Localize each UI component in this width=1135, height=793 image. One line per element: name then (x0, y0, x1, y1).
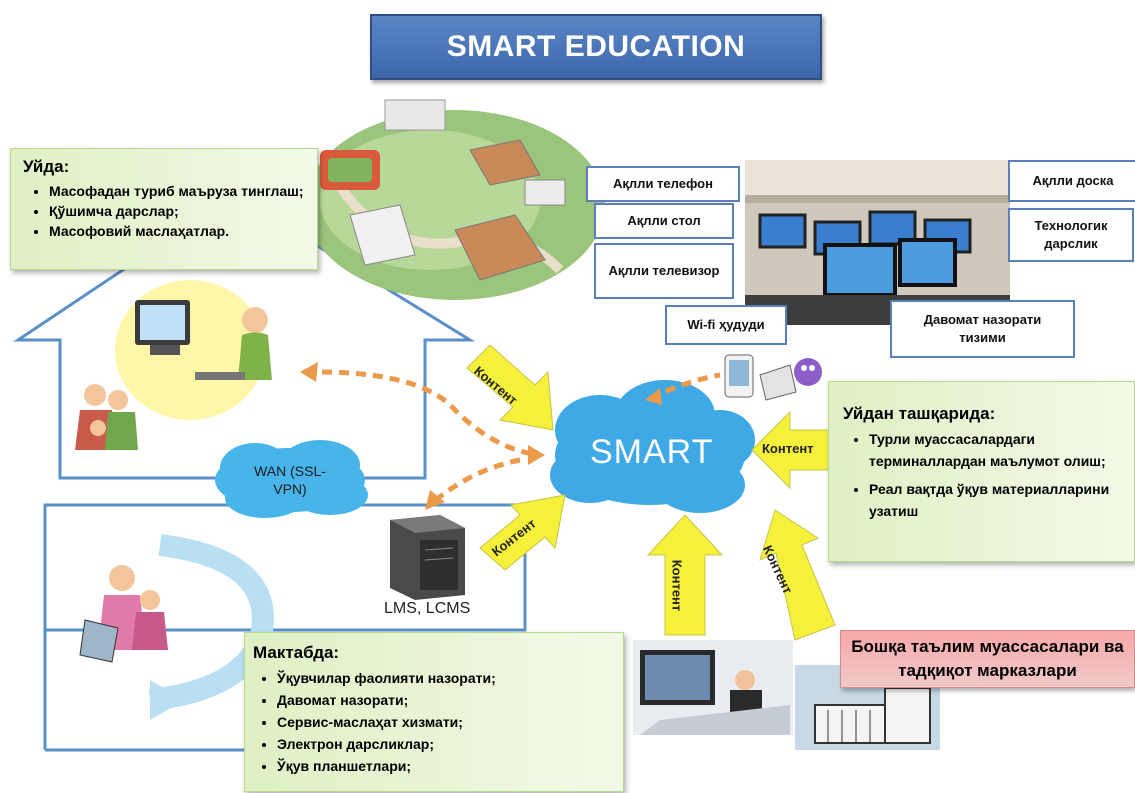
arrow-home (466, 344, 554, 431)
outside-item: Реал вақтда ўқув материалларини узатиш (869, 478, 1122, 522)
arrow-outside (751, 410, 831, 490)
family-illustration (75, 384, 138, 450)
teacher-student-illustration (79, 534, 274, 720)
school-item: Электрон дарсликлар; (277, 733, 613, 755)
school-item: Ўқув планшетлари; (277, 755, 613, 777)
label-smart-desk: Ақлли стол (594, 203, 734, 239)
wan-cloud (215, 440, 368, 518)
outside-heading: Уйдан ташқарида: (843, 404, 996, 423)
other-institutions-box: Бошқа таълим муассасалари ва тадқиқот ма… (840, 630, 1135, 688)
label-attendance-system: Давомат назорати тизими (890, 300, 1075, 358)
home-info-box: Уйда: Масофадан туриб маъруза тинглаш; Қ… (10, 148, 318, 270)
home-list: Масофадан туриб маъруза тинглаш; Қўшимча… (23, 181, 305, 241)
school-item: Сервис-маслаҳат хизмати; (277, 711, 613, 733)
arrow-video (646, 514, 724, 636)
server-illustration (390, 515, 465, 600)
label-smart-board: Ақлли доска (1008, 160, 1135, 202)
smart-cloud-label: SMART (590, 433, 714, 471)
home-item: Масофадан туриб маъруза тинглаш; (49, 181, 305, 201)
label-wifi-zone: Wi-fi ҳудуди (665, 305, 787, 345)
label-smart-phone: Ақлли телефон (586, 166, 740, 202)
arrow-institution (759, 509, 836, 641)
video-conference-photo (633, 640, 793, 735)
yellow-arrows (466, 344, 836, 641)
campus-illustration (305, 99, 605, 300)
arrow-server (479, 494, 566, 571)
kontent-label-outside: Контент (762, 441, 814, 456)
mobile-devices-illustration (724, 354, 822, 401)
label-tech-textbook: Технологик дарслик (1008, 208, 1134, 262)
wan-cloud-label: WAN (SSL-VPN) (254, 463, 326, 497)
smart-cloud (550, 380, 755, 513)
student-at-computer-illustration (115, 280, 272, 420)
computer-lab-photo (745, 160, 1010, 325)
dashed-arrowheads (300, 362, 662, 510)
outside-list: Турли муассасалардаги терминаллардан маъ… (843, 428, 1122, 522)
school-heading: Мактабда: (253, 643, 340, 662)
server-label: LMS, LCMS (384, 600, 471, 617)
school-item: Ўқувчилар фаолияти назорати; (277, 667, 613, 689)
school-list: Ўқувчилар фаолияти назорати; Давомат наз… (253, 667, 613, 777)
school-item: Давомат назорати; (277, 689, 613, 711)
home-item: Қўшимча дарслар; (49, 201, 305, 221)
kontent-label-video: Контент (669, 559, 685, 612)
label-smart-tv: Ақлли телевизор (594, 243, 734, 299)
home-heading: Уйда: (23, 157, 70, 176)
school-info-box: Мактабда: Ўқувчилар фаолияти назорати; Д… (244, 632, 624, 792)
outside-info-box: Уйдан ташқарида: Турли муассасалардаги т… (828, 381, 1135, 562)
home-item: Масофовий маслаҳатлар. (49, 221, 305, 241)
outside-item: Турли муассасалардаги терминаллардан маъ… (869, 428, 1122, 472)
diagram-title: SMART EDUCATION (370, 14, 822, 80)
